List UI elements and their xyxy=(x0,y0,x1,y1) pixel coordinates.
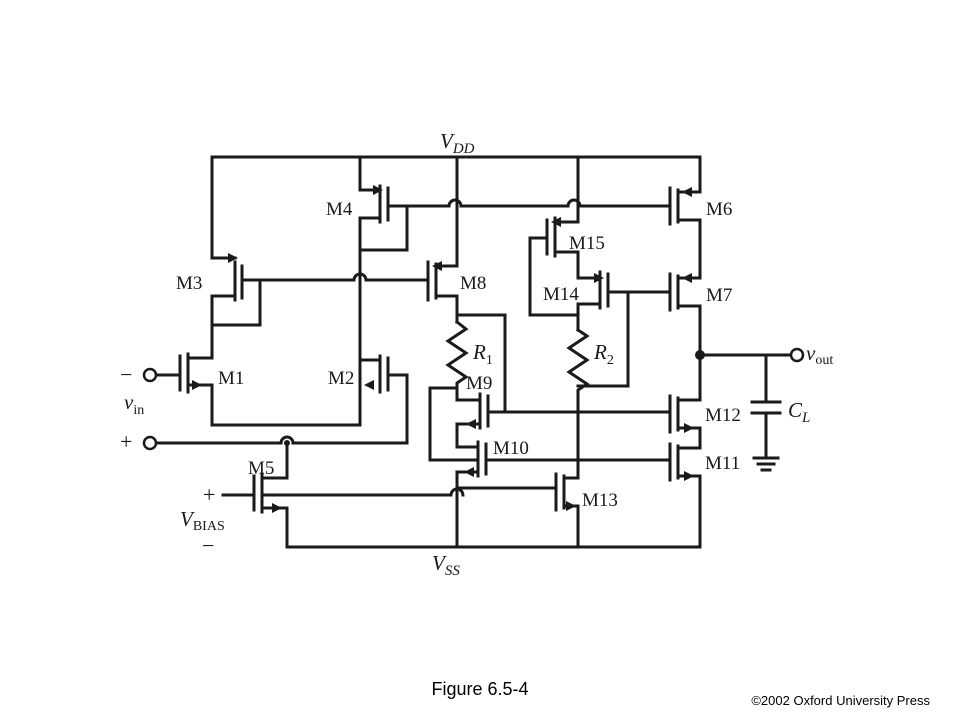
label-m10: M10 xyxy=(493,438,529,459)
label-m5: M5 xyxy=(248,458,274,479)
junction-vout xyxy=(695,350,705,360)
vbias-label: VBIAS xyxy=(180,507,225,534)
label-m14: M14 xyxy=(543,284,579,305)
label-m4: M4 xyxy=(326,199,353,220)
label-m15: M15 xyxy=(569,233,605,254)
transistor-m9 xyxy=(455,392,672,432)
vdd-label: VDD xyxy=(440,129,475,157)
label-m13: M13 xyxy=(582,490,618,511)
vin-plus-terminal xyxy=(142,435,158,451)
copyright-notice: ©2002 Oxford University Press xyxy=(751,693,930,708)
junction-tail xyxy=(284,440,290,446)
arrow-m8 xyxy=(432,261,442,271)
arrow-m9 xyxy=(466,419,476,429)
transistor-m14 xyxy=(576,270,672,388)
vin-minus-sign: − xyxy=(120,362,132,387)
ground-symbol xyxy=(752,456,780,472)
label-r2: R2 xyxy=(593,340,614,368)
arrow-m14 xyxy=(594,273,604,283)
capacitor-cl xyxy=(750,400,782,415)
label-m1: M1 xyxy=(218,368,244,389)
vss-label: VSS xyxy=(432,551,460,579)
arrow-m10 xyxy=(464,467,474,477)
arrow-m11 xyxy=(684,471,694,481)
label-m12: M12 xyxy=(705,405,741,426)
vin-plus-wire xyxy=(155,435,303,445)
m1-drain-to-m8-gate xyxy=(258,272,430,282)
label-m8: M8 xyxy=(460,273,486,294)
resistor-r1 xyxy=(445,319,469,402)
vin-label: vin xyxy=(124,390,144,418)
label-m2: M2 xyxy=(328,368,354,389)
arrow-m3 xyxy=(228,253,238,263)
arrow-m7 xyxy=(682,273,692,283)
vbias-plus-sign: + xyxy=(203,482,215,507)
label-r1: R1 xyxy=(472,340,493,368)
transistor-m7 xyxy=(668,272,702,398)
arrow-m15 xyxy=(551,217,561,227)
transistor-m1 xyxy=(155,323,214,427)
arrow-m13 xyxy=(566,501,576,511)
label-m6: M6 xyxy=(706,199,732,220)
arrow-m4 xyxy=(373,185,383,195)
transistor-m11 xyxy=(668,442,702,549)
transistor-m5 xyxy=(221,441,465,549)
label-m7: M7 xyxy=(706,285,732,306)
figure-caption: Figure 6.5-4 xyxy=(431,679,529,699)
resistor-r2 xyxy=(566,327,590,414)
label-m9: M9 xyxy=(466,373,492,394)
vin-minus-terminal xyxy=(142,367,158,383)
transistor-m3 xyxy=(210,155,262,327)
r1-bypass xyxy=(455,313,507,414)
label-m3: M3 xyxy=(176,273,202,294)
transistor-m12 xyxy=(668,394,702,450)
arrow-m6 xyxy=(682,187,692,197)
arrow-m12 xyxy=(684,423,694,433)
arrow-m2 xyxy=(364,380,374,390)
vin-plus-sign: + xyxy=(120,429,132,454)
arrow-m1 xyxy=(192,380,202,390)
transistor-m15 xyxy=(528,155,580,317)
vout-terminal xyxy=(789,347,805,363)
label-cl: CL xyxy=(788,398,810,426)
transistor-m6 xyxy=(668,155,702,276)
transistor-m8 xyxy=(426,155,459,324)
transistor-m2 xyxy=(299,354,409,445)
label-m11: M11 xyxy=(705,453,740,474)
arrow-m5 xyxy=(272,503,282,513)
vbias-minus-sign: − xyxy=(202,533,214,558)
vout-label: vout xyxy=(806,341,833,368)
